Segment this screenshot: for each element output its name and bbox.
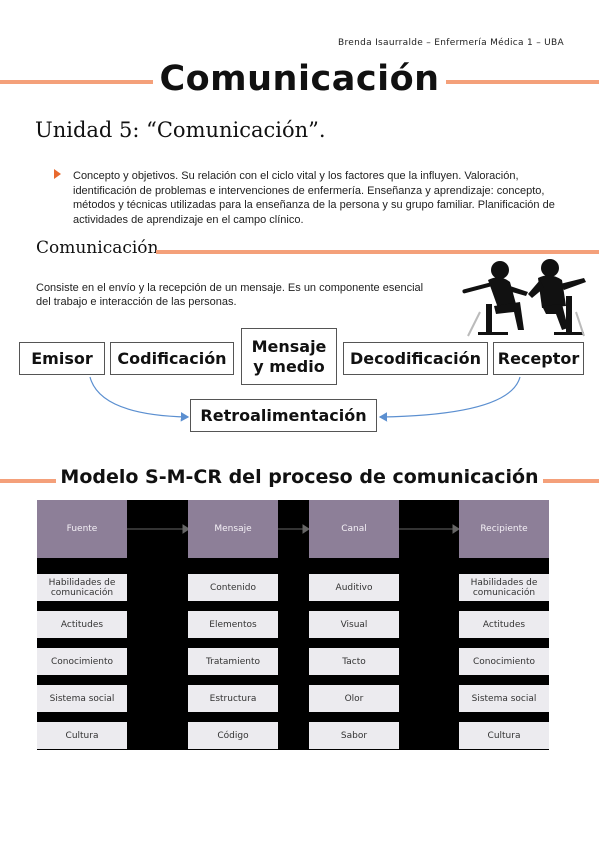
fuente-item: Cultura [37,722,127,749]
recipiente-item: Actitudes [459,611,549,638]
model-flow-arrows [127,524,460,534]
canal-item: Tacto [309,648,399,675]
mensaje-box: Mensaje y medio [241,328,337,385]
codificacion-label: Codificación [117,348,227,368]
mensaje-label-2: y medio [253,356,325,376]
receptor-label: Receptor [497,348,580,368]
mensaje-item: Estructura [188,685,278,712]
recipiente-item: Conocimiento [459,648,549,675]
unit-topics: Concepto y objetivos. Su relación con el… [73,170,555,226]
codificacion-box: Codificación [110,342,234,375]
emisor-box: Emisor [19,342,105,375]
bullet-arrow-icon [54,169,61,179]
page-title: Comunicación [153,59,446,99]
column-header-fuente: Fuente [37,500,127,558]
definition-text: Consiste en el envío y la recepción de u… [36,282,424,308]
receptor-box: Receptor [493,342,584,375]
recipiente-item: Cultura [459,722,549,749]
mensaje-item: Código [188,722,278,749]
mensaje-label-1: Mensaje [251,336,327,356]
column-header-canal: Canal [309,500,399,558]
mensaje-item: Elementos [188,611,278,638]
feedback-arrows [89,376,521,422]
canal-item: Sabor [309,722,399,749]
fuente-item: Habilidades de comunicación [37,574,127,601]
recipiente-item: Habilidades de comunicación [459,574,549,601]
title-container: Comunicación [0,59,599,99]
conversation-silhouette-icon [462,259,586,337]
column-header-mensaje: Mensaje [188,500,278,558]
section-rule [156,250,599,254]
fuente-item: Sistema social [37,685,127,712]
recipiente-item: Sistema social [459,685,549,712]
section-title: Comunicación [36,238,159,258]
retroalimentacion-box: Retroalimentación [190,399,377,432]
column-header-recipiente: Recipiente [459,500,549,558]
decodificacion-box: Decodificación [343,342,488,375]
canal-item: Olor [309,685,399,712]
canal-item: Visual [309,611,399,638]
model-title: Modelo S-M-CR del proceso de comunicació… [56,466,543,488]
mensaje-item: Tratamiento [188,648,278,675]
unit-heading: Unidad 5: “Comunicación”. [35,118,326,142]
fuente-item: Conocimiento [37,648,127,675]
author-note: Brenda Isaurralde – Enfermería Médica 1 … [337,38,564,48]
retroalimentacion-label: Retroalimentación [200,405,367,425]
canal-item: Auditivo [309,574,399,601]
mensaje-item: Contenido [188,574,278,601]
model-title-container: Modelo S-M-CR del proceso de comunicació… [0,466,599,488]
fuente-item: Actitudes [37,611,127,638]
smcr-model-diagram: Fuente Mensaje Canal Recipiente Habilida… [37,500,549,750]
decodificacion-label: Decodificación [349,348,482,368]
emisor-label: Emisor [31,348,93,368]
